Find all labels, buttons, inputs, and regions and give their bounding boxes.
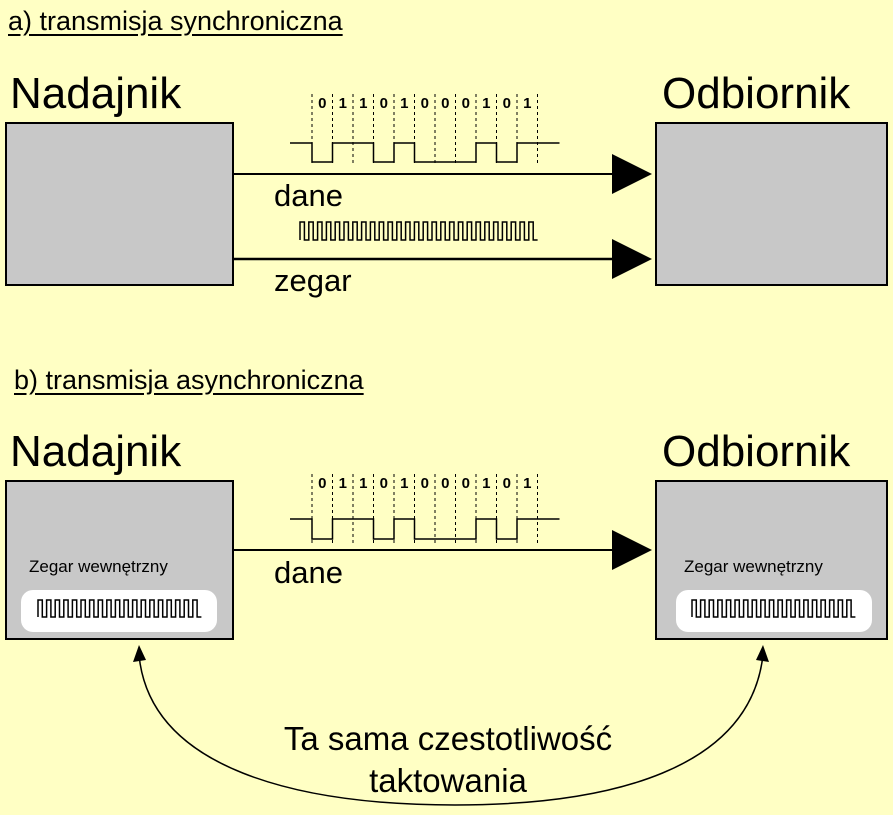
clock-signal-a <box>299 221 538 241</box>
section-a-bit-digit: 0 <box>462 95 470 112</box>
section-b-bit-digit: 1 <box>359 475 367 492</box>
sender-title-a: Nadajnik <box>10 69 182 118</box>
section-a-bit-digit: 1 <box>523 95 531 112</box>
section-b-data-waveform <box>290 518 560 540</box>
section-a-bit-digit: 1 <box>400 95 408 112</box>
section-a-bit-digit: 0 <box>380 95 388 112</box>
section-a-data-waveform <box>290 142 560 163</box>
sender-box-a <box>5 122 234 286</box>
section-b-bit-digit: 0 <box>462 475 470 492</box>
note-line-1: Ta sama czestotliwość <box>283 720 613 757</box>
section-a-bit-digit: 0 <box>441 95 449 112</box>
section-a-bit-digit: 0 <box>318 95 326 112</box>
sender-internal-clock-label: Zegar wewnętrzny <box>29 557 168 576</box>
curve-arrowhead-right <box>756 645 769 662</box>
receiver-internal-clock-label: Zegar wewnętrzny <box>684 557 823 576</box>
same-frequency-curve <box>138 654 764 806</box>
same-frequency-note: Ta sama czestotliwość taktowania <box>218 718 678 802</box>
receiver-title-a: Odbiornik <box>662 69 851 118</box>
section-b-bit-digit: 1 <box>400 475 408 492</box>
receiver-box-a <box>655 122 888 286</box>
section-b-bit-digit: 1 <box>523 475 531 492</box>
data-line-label-a: dane <box>274 178 343 213</box>
section-b-bit-digit: 0 <box>503 475 511 492</box>
section-b-bit-digit: 1 <box>482 475 490 492</box>
receiver-title-b: Odbiornik <box>662 427 851 476</box>
clock-line-label-a: zegar <box>274 263 352 298</box>
section-b-bit-digit: 0 <box>318 475 326 492</box>
section-b-title: b) transmisja asynchroniczna <box>14 365 364 395</box>
section-a-bit-digit: 0 <box>503 95 511 112</box>
sender-title-b: Nadajnik <box>10 427 182 476</box>
receiver-internal-clock-signal <box>691 599 856 618</box>
section-a-bit-digit: 1 <box>339 95 347 112</box>
data-arrowhead-b <box>612 530 652 570</box>
section-b-bit-digit: 0 <box>441 475 449 492</box>
section-b-bit-digit: 1 <box>339 475 347 492</box>
data-line-label-b: dane <box>274 555 343 590</box>
section-a-bit-digit: 0 <box>421 95 429 112</box>
section-a-title: a) transmisja synchroniczna <box>8 6 343 36</box>
curve-arrowhead-left <box>133 645 146 662</box>
data-arrowhead-a <box>612 154 652 194</box>
section-b-bit-digit: 0 <box>380 475 388 492</box>
receiver-box-b: Zegar wewnętrzny <box>655 480 888 640</box>
clock-arrowhead-a <box>612 239 652 279</box>
sender-internal-clock-signal <box>37 599 202 618</box>
section-b-bit-digit: 0 <box>421 475 429 492</box>
note-line-2: taktowania <box>369 762 527 799</box>
section-a-bit-digit: 1 <box>482 95 490 112</box>
section-a-bit-digit: 1 <box>359 95 367 112</box>
